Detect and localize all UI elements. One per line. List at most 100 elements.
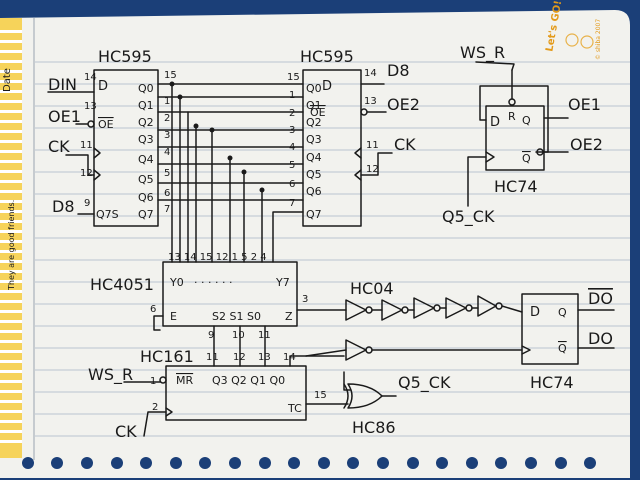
svg-text:6: 6 (289, 179, 295, 190)
chip-hc74-bottom: D Q Q HC74 (521, 293, 615, 392)
svg-text:15: 15 (287, 72, 300, 83)
svg-text:Q6: Q6 (306, 185, 322, 198)
svg-text:Q4: Q4 (306, 151, 322, 164)
svg-text:7: 7 (289, 198, 295, 209)
signal-q5-ck-right: Q5_CK (398, 373, 451, 393)
svg-text:2: 2 (152, 402, 158, 413)
chip-name: HC74 (530, 373, 574, 392)
svg-text:Q7: Q7 (138, 208, 154, 221)
svg-text:Q1: Q1 (306, 99, 322, 112)
svg-text:6: 6 (150, 304, 156, 315)
svg-text:Q1: Q1 (138, 99, 154, 112)
signal-ws-r-top: WS_R (460, 43, 505, 63)
chip-name: HC04 (350, 279, 394, 298)
binding-holes (22, 457, 596, 469)
svg-text:Y0: Y0 (169, 276, 184, 289)
svg-text:Q5: Q5 (138, 173, 154, 186)
chip-name: HC4051 (90, 275, 154, 294)
svg-text:15: 15 (314, 390, 327, 401)
svg-text:Q6: Q6 (138, 191, 154, 204)
svg-text:D: D (530, 305, 540, 320)
svg-text:© shiba 2007: © shiba 2007 (595, 19, 602, 60)
chip-hc74-top: D R Q Q HC74 (467, 69, 569, 207)
svg-text:4: 4 (164, 147, 170, 158)
svg-text:Q2: Q2 (138, 116, 154, 129)
svg-text:12: 12 (80, 168, 93, 179)
svg-text:5: 5 (289, 160, 295, 171)
svg-text:5: 5 (164, 168, 170, 179)
chip-hc04: HC04 (296, 279, 523, 361)
date-label: Date (2, 68, 13, 92)
signal-d8-left: D8 (52, 197, 75, 216)
svg-text:13 14 15 12 1 5 2 4: 13 14 15 12 1 5 2 4 (168, 252, 267, 263)
chip-hc4051: HC4051 13 14 15 12 1 5 2 4 Y0 · · · · · … (90, 252, 308, 341)
svg-text:D: D (322, 79, 332, 94)
bunny-icon (565, 33, 579, 47)
svg-text:OE: OE (98, 118, 114, 131)
svg-text:1: 1 (289, 90, 295, 101)
svg-text:· · · · · ·: · · · · · · (194, 276, 232, 289)
signal-do: DO (588, 329, 613, 348)
chip-hc86: HC86 (305, 371, 397, 437)
svg-text:14: 14 (364, 68, 377, 79)
signal-oe1: OE1 (48, 107, 81, 126)
svg-text:Q3: Q3 (306, 133, 322, 146)
svg-text:D: D (490, 115, 500, 130)
svg-text:12: 12 (366, 164, 379, 175)
bus-junctions (169, 81, 265, 193)
svg-text:2: 2 (289, 108, 295, 119)
signal-q5-ck-left: Q5_CK (442, 207, 495, 227)
svg-text:OE: OE (310, 106, 326, 119)
svg-text:Q5: Q5 (306, 168, 322, 181)
signal-oe2-right: OE2 (570, 135, 603, 154)
svg-text:Q3: Q3 (138, 133, 154, 146)
svg-text:1: 1 (164, 96, 170, 107)
svg-text:13: 13 (364, 96, 377, 107)
svg-text:E: E (170, 310, 177, 323)
svg-text:Q: Q (558, 342, 567, 355)
signal-ws-r: WS_R (88, 365, 133, 385)
svg-text:Q0: Q0 (138, 82, 154, 95)
svg-text:2: 2 (164, 113, 170, 124)
svg-text:6: 6 (164, 188, 170, 199)
svg-text:10: 10 (232, 330, 245, 341)
svg-text:Q: Q (522, 152, 531, 165)
striped-margin (0, 18, 22, 458)
signal-oe2: OE2 (387, 95, 420, 114)
svg-text:Q: Q (522, 114, 531, 127)
svg-text:Z: Z (285, 310, 293, 323)
svg-text:Q2: Q2 (306, 116, 322, 129)
bunny-icon (580, 35, 594, 49)
svg-text:R: R (508, 110, 516, 123)
chip-name: HC595 (98, 47, 152, 66)
svg-text:Q3 Q2 Q1 Q0: Q3 Q2 Q1 Q0 (212, 374, 285, 387)
chip-hc161: HC161 MR Q3 Q2 Q1 Q0 TC 1 2 15 11 12 13 … (140, 325, 345, 421)
svg-text:11: 11 (366, 140, 379, 151)
svg-text:Q7S: Q7S (96, 208, 119, 221)
chip-hc595-right: HC595 D OE Q0 Q1 Q2 Q3 Q4 Q5 Q6 Q7 15 1 … (287, 47, 379, 227)
chip-name: HC86 (352, 418, 396, 437)
svg-text:3: 3 (164, 130, 170, 141)
svg-text:11: 11 (206, 352, 219, 363)
signal-ck-bottom: CK (115, 422, 137, 441)
signal-oe1-right: OE1 (568, 95, 601, 114)
signal-do-bar: DO (588, 289, 613, 308)
chip-name: HC161 (140, 347, 194, 366)
svg-text:Y7: Y7 (275, 276, 290, 289)
svg-text:Q7: Q7 (306, 208, 322, 221)
chip-name: HC74 (494, 177, 538, 196)
chip-hc595-left: HC595 D OE Q7S Q0 Q1 Q2 Q3 Q4 Q5 Q6 Q7 1… (80, 47, 177, 227)
friends-caption: They are good friends. (7, 200, 16, 291)
svg-text:9: 9 (208, 330, 214, 341)
svg-text:13: 13 (84, 101, 97, 112)
signal-d8-right: D8 (387, 61, 410, 80)
svg-text:9: 9 (84, 198, 90, 209)
signal-ck: CK (48, 137, 70, 156)
signal-din: DIN (48, 75, 77, 94)
svg-text:Q4: Q4 (138, 153, 154, 166)
svg-text:Q0: Q0 (306, 82, 322, 95)
signal-ck-right: CK (394, 135, 416, 154)
chip-name: HC595 (300, 47, 354, 66)
svg-text:Q: Q (558, 306, 567, 319)
